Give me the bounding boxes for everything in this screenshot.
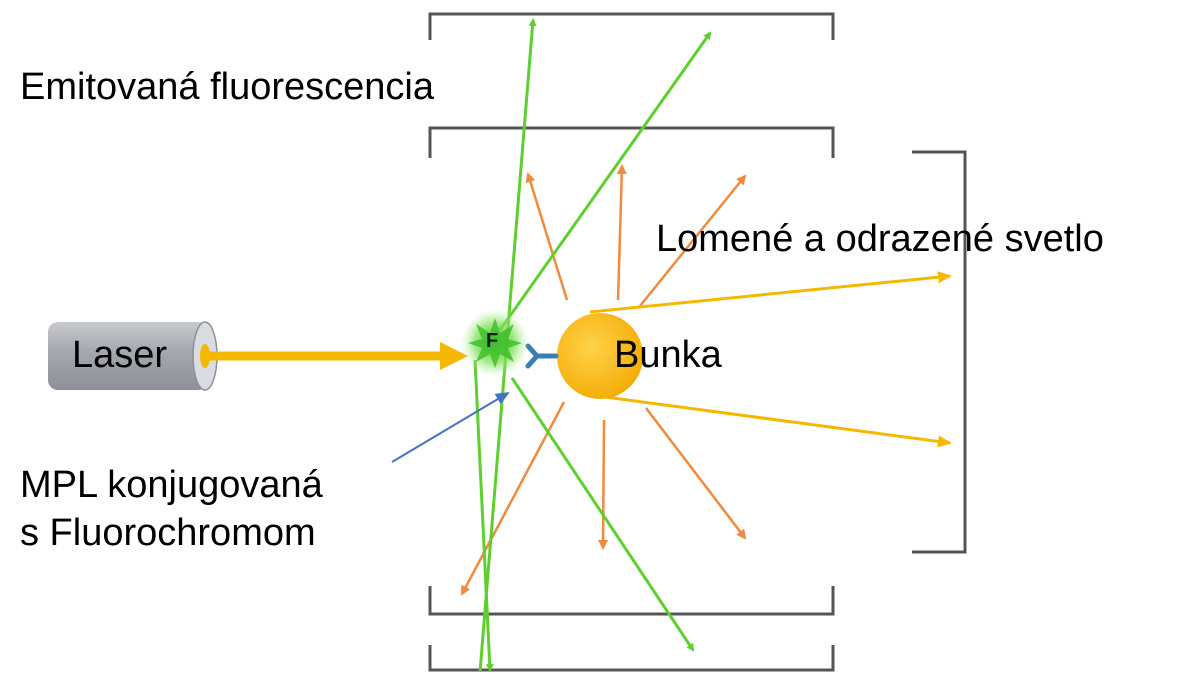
side-scatter-rays [589,271,952,448]
mpl-pointer-arrow [391,391,510,463]
bottom-detector-bracket-inner [428,586,835,616]
fluorochrome-star [468,318,522,368]
right-detector-bracket [912,150,967,554]
laser-label: Laser [72,334,168,376]
mpl-label-line2: s Fluorochromom [20,512,316,554]
cell-label: Bunka [614,334,722,376]
orange-scatter-rays [460,164,747,596]
bottom-detector-bracket-outer [428,645,835,672]
laser-beam-arrowhead [440,342,468,370]
emitted-fluorescence-label: Emitovaná fluorescencia [20,66,434,108]
antibody [525,343,559,369]
top-detector-bracket-inner [428,126,835,158]
top-detector-bracket-outer [428,12,835,40]
mpl-label-line1: MPL konjugovaná [20,464,323,506]
fluorochrome-label: F [486,330,499,352]
cell [557,313,643,399]
scattered-light-label: Lomené a odrazené svetlo [656,218,1104,260]
